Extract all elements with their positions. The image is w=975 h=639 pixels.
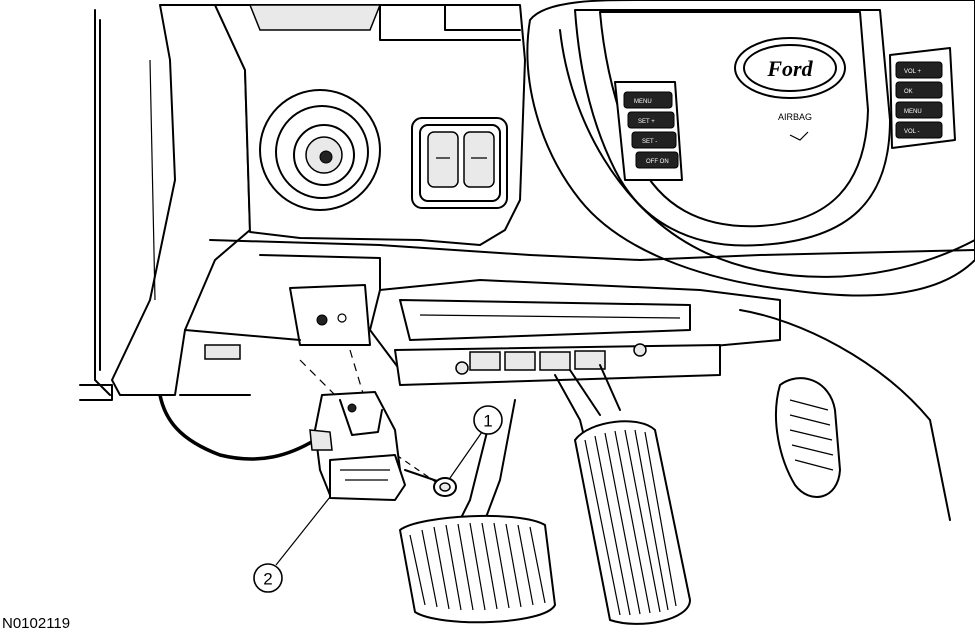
brake-pedal-ribs: [409, 522, 546, 611]
accelerator-pedal-ribs: [584, 429, 677, 616]
callout-2-number: 2: [263, 570, 272, 589]
headlamp-switch-knob: [259, 89, 381, 211]
ford-badge-text: Ford: [766, 56, 813, 81]
sw-right-label-1: VOL +: [904, 69, 921, 75]
sw-left-label-1: MENU: [634, 99, 652, 105]
wiring-harness: [158, 394, 316, 461]
sw-left-label-4: OFF ON: [646, 159, 669, 165]
figure-id-label: N0102119: [2, 615, 71, 632]
right-vent: [739, 309, 951, 521]
accelerator-pedal-position-sensor: [309, 391, 406, 501]
sw-left-label-3: SET -: [642, 139, 657, 145]
steering-buttons-right: VOL + OK MENU VOL -: [889, 47, 956, 149]
sw-right-label-4: VOL -: [904, 129, 919, 135]
pedal-adjust-switch: [411, 117, 508, 209]
sw-right-label-2: OK: [904, 89, 913, 95]
sw-right-label-3: MENU: [904, 109, 922, 115]
airbag-text: AIRBAG: [778, 112, 812, 122]
callout-1-number: 1: [483, 412, 492, 431]
callout-2: 2: [253, 496, 331, 593]
brake-pedal: [399, 399, 556, 624]
sw-left-label-2: SET +: [638, 119, 655, 125]
bolt: [404, 469, 457, 497]
accelerator-pedal: [554, 364, 691, 625]
steering-buttons-left: MENU SET + SET - OFF ON: [614, 81, 683, 181]
steering-column-lower-dash: [179, 239, 975, 396]
dash-left-panel: [79, 4, 251, 401]
callout-1: 1: [449, 405, 503, 479]
steering-wheel: Ford AIRBAG: [526, 0, 975, 297]
